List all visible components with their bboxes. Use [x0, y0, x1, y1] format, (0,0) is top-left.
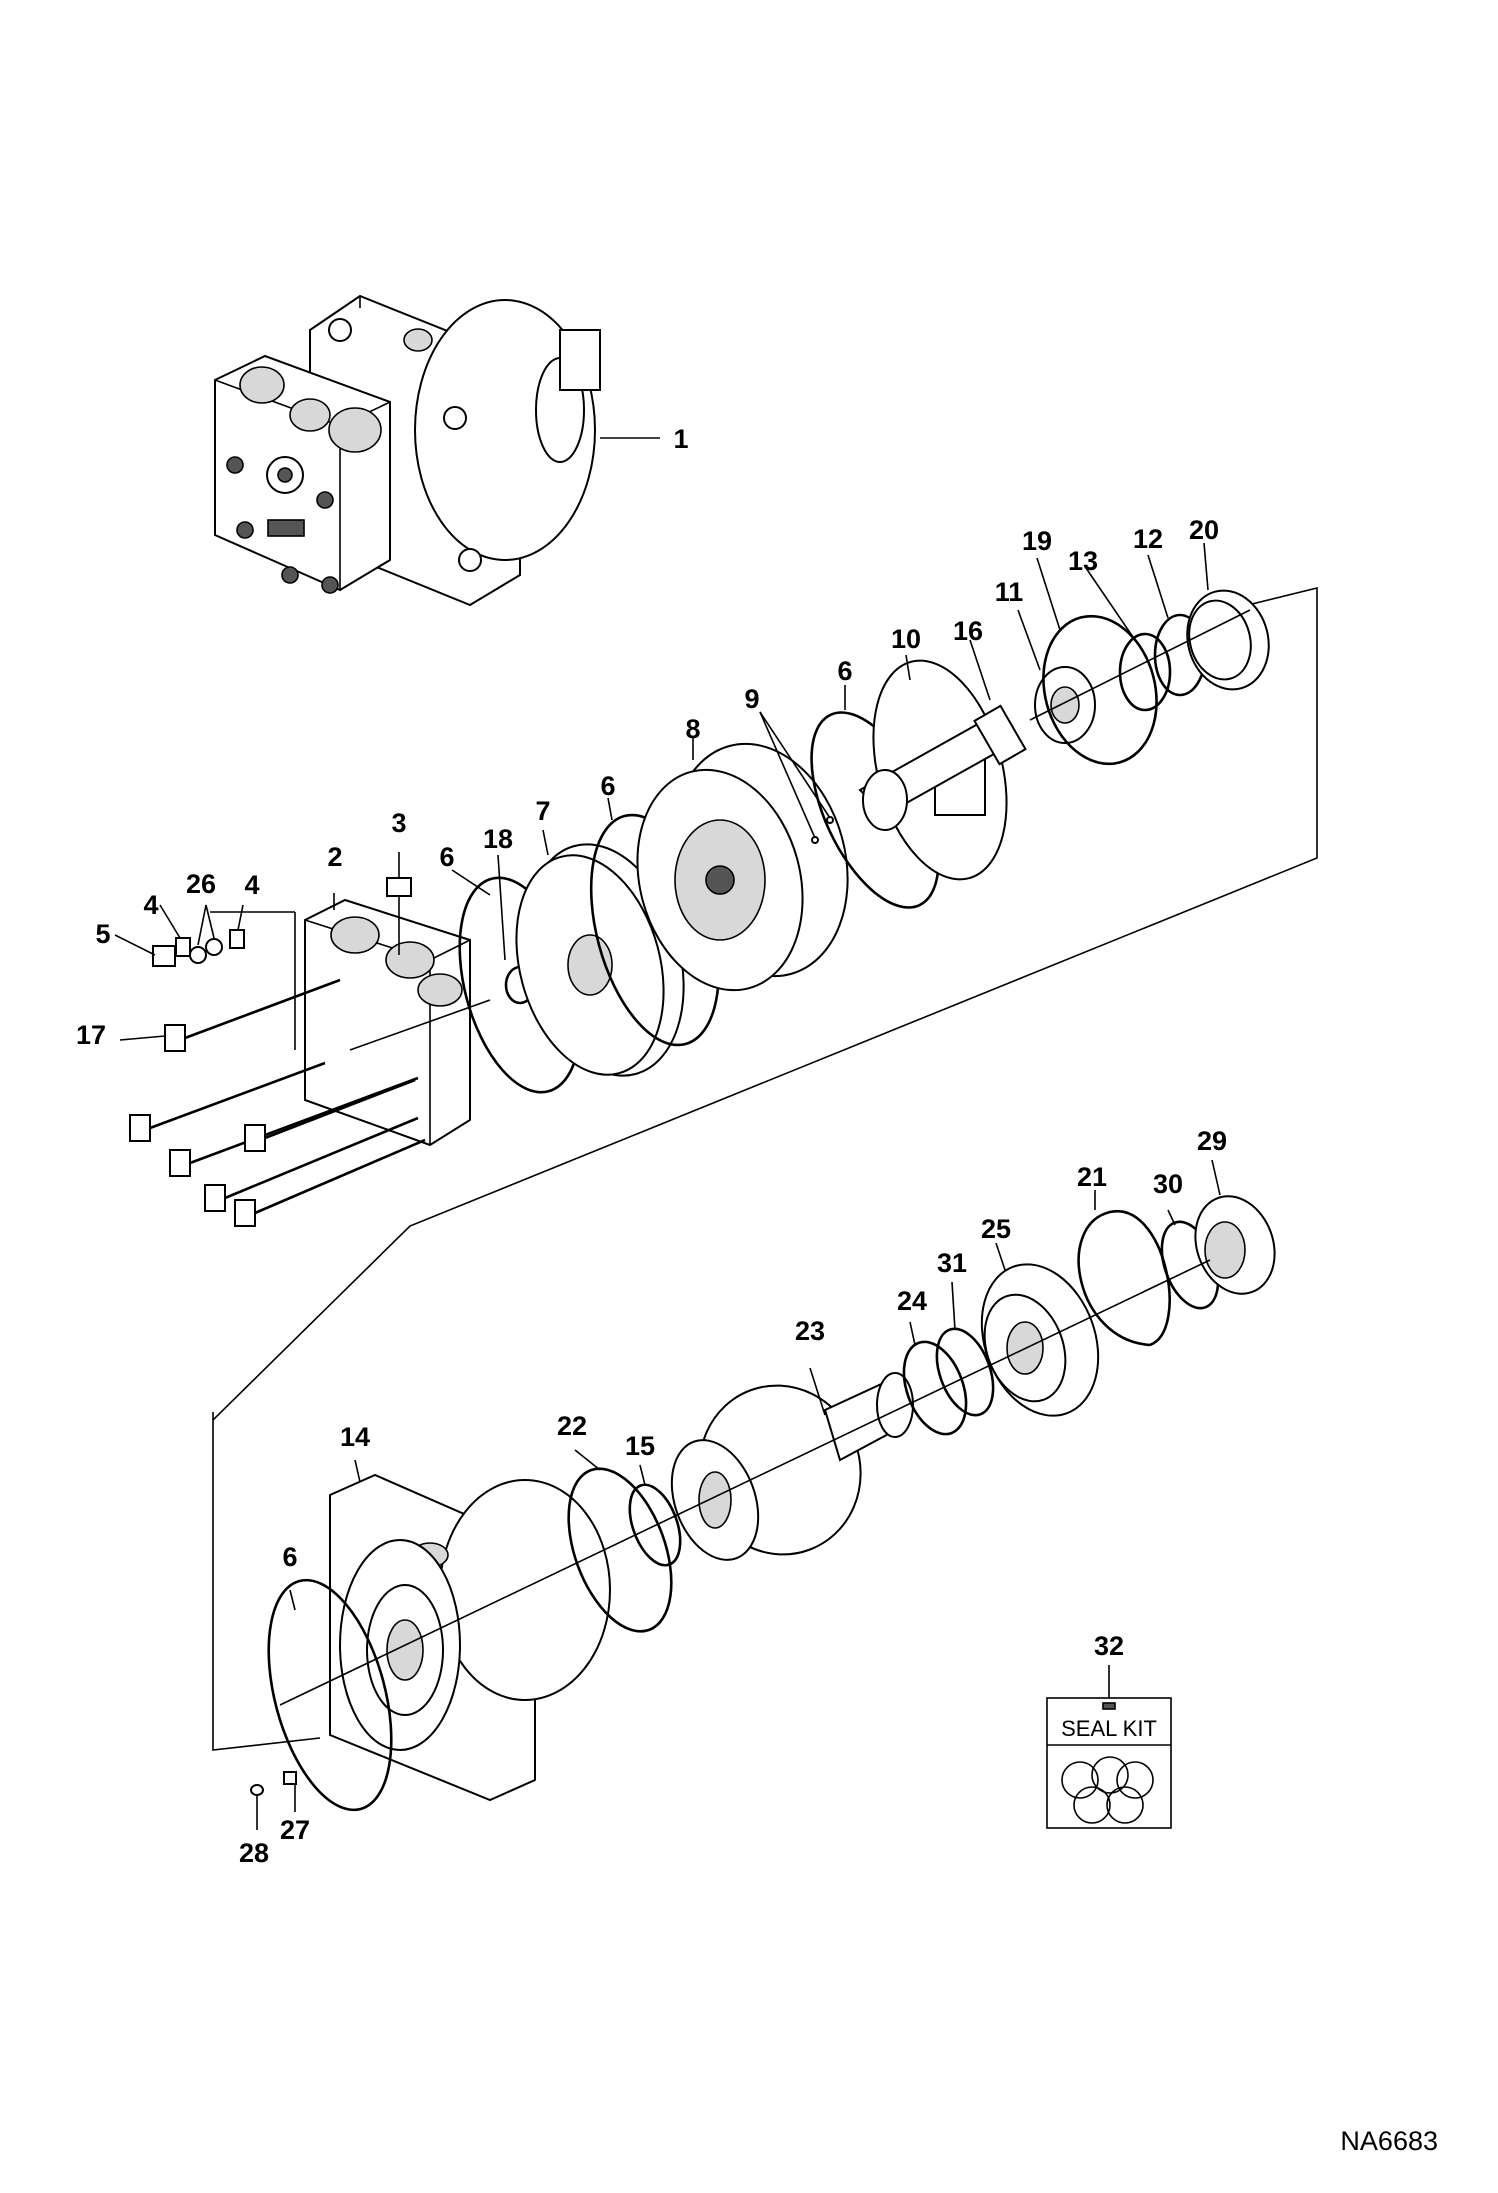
callout-9: 9 — [744, 684, 759, 714]
callout-14: 14 — [340, 1422, 370, 1452]
callout-10: 10 — [891, 624, 921, 654]
callout-6-b: 6 — [600, 771, 615, 801]
callout-23: 23 — [795, 1316, 825, 1346]
callout-26: 26 — [186, 869, 216, 899]
callout-8: 8 — [685, 714, 700, 744]
callout-labels: 1 2 3 4 4 5 6 6 6 6 7 8 9 10 11 12 13 14… — [76, 424, 1227, 1868]
washer-item-20 — [1186, 589, 1270, 691]
callout-4-right: 4 — [244, 870, 259, 900]
callout-31: 31 — [937, 1248, 967, 1278]
callout-12: 12 — [1133, 524, 1163, 554]
seal-item-29 — [1194, 1195, 1276, 1295]
leader-lines — [114, 542, 1221, 1830]
callout-7: 7 — [535, 796, 550, 826]
callout-4-left: 4 — [143, 890, 158, 920]
nut-item-11 — [1034, 666, 1096, 744]
drawing-reference: NA6683 — [1340, 2126, 1438, 2156]
bearing-item-25 — [980, 1263, 1100, 1417]
callout-20: 20 — [1189, 515, 1219, 545]
callout-13: 13 — [1068, 546, 1098, 576]
bearing-housing-item-14 — [329, 1473, 611, 1802]
callout-19: 19 — [1022, 526, 1052, 556]
callout-32: 32 — [1094, 1631, 1124, 1661]
callout-6-a: 6 — [439, 842, 454, 872]
callout-30: 30 — [1153, 1169, 1183, 1199]
output-shaft-item-23 — [670, 1372, 914, 1561]
callout-21: 21 — [1077, 1162, 1107, 1192]
ring-item-15 — [628, 1483, 682, 1567]
housing-item-2 — [210, 898, 491, 1147]
callout-1: 1 — [673, 424, 688, 454]
callout-17: 17 — [76, 1020, 106, 1050]
o-ring-item-22 — [567, 1467, 673, 1633]
callout-15: 15 — [625, 1431, 655, 1461]
motor-assembly-item-1 — [214, 294, 660, 607]
callout-16: 16 — [953, 616, 983, 646]
callout-18: 18 — [483, 824, 513, 854]
callout-5: 5 — [95, 919, 110, 949]
seal-kit-label: SEAL KIT — [1061, 1716, 1157, 1741]
callout-29: 29 — [1197, 1126, 1227, 1156]
callout-24: 24 — [897, 1286, 927, 1316]
bolts-item-17 — [129, 978, 426, 1227]
callout-6-d: 6 — [282, 1542, 297, 1572]
ring-item-19 — [1042, 614, 1158, 766]
drive-shaft-item-16 — [858, 704, 1027, 831]
balls-item-9 — [811, 816, 834, 844]
callout-2: 2 — [327, 842, 342, 872]
seal-kit-item-32: SEAL KIT — [1046, 1682, 1172, 1829]
upper-assembly-frame — [212, 586, 1318, 1751]
callout-3: 3 — [391, 808, 406, 838]
callout-22: 22 — [557, 1411, 587, 1441]
ring-item-13 — [1118, 632, 1172, 712]
ring-item-31 — [935, 1327, 995, 1417]
callout-28: 28 — [239, 1838, 269, 1868]
o-ring-item-6-d — [267, 1578, 393, 1812]
plug-item-3 — [386, 877, 412, 955]
plugs-items-27-28 — [250, 1771, 297, 1796]
callout-27: 27 — [280, 1815, 310, 1845]
check-parts-items-4-5-26 — [152, 929, 245, 967]
callout-25: 25 — [981, 1214, 1011, 1244]
callout-6-c: 6 — [837, 656, 852, 686]
gerotor-item-8 — [636, 742, 849, 992]
callout-11: 11 — [995, 577, 1024, 607]
